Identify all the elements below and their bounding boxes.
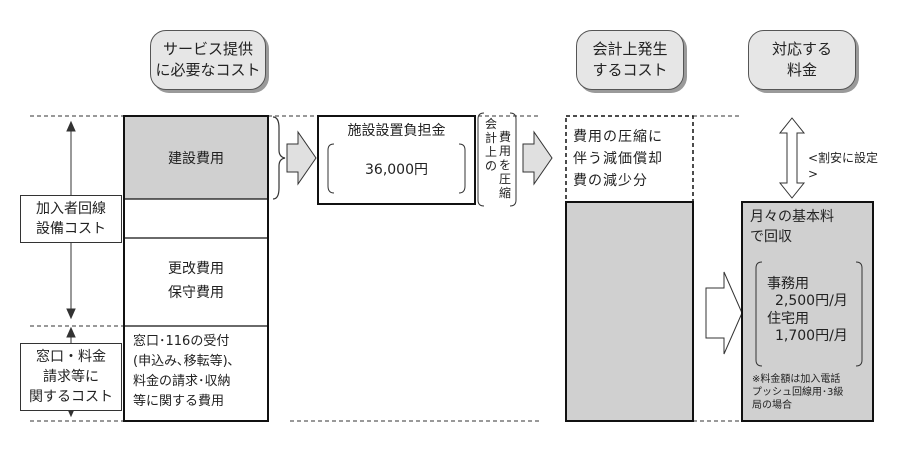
depreciation-reduction-label: 費用の圧縮に 伴う減価償却 費の減少分 [573,129,663,189]
window-span-arrow-up [66,326,76,338]
set-cheaper-label: <割安に設定> [808,151,879,181]
arrow-to-accounting [522,130,553,186]
facility-charge-title: 施設設置負担金 [347,123,446,139]
header-fee: 対応する 料金 [748,30,856,90]
construction-brace [272,116,286,200]
residential-amount: 1,700円/月 [775,328,848,344]
compression-note-col1: 会計上の [485,117,498,173]
construction-shade [125,117,267,199]
business-label: 事務用 [767,276,809,292]
facility-charge-box [317,115,476,205]
construction-cost-label: 建設費用 [168,151,224,167]
facility-charge-amount: 36,000円 [365,162,428,178]
monthly-fee-title: 月々の基本料 で回収 [750,209,834,245]
subscriber-span-arrow-down [66,308,76,320]
label-subscriber-line-cost: 加入者回線 設備コスト [20,195,122,243]
window-costs-label: 窓口･116の受付 (申込み､移転等)､ 料金の請求･収納 等に関する費用 [133,334,235,409]
subscriber-span-arrow-up [66,120,76,132]
business-amount: 2,500円/月 [775,293,848,309]
footnote: ※料金額は加入電話 プッシュ回線用･3級 局の場合 [752,374,844,411]
compression-note-col2: 費用を圧縮 [499,130,512,200]
header-accounting-cost: 会計上発生 するコスト [576,30,684,90]
cheaper-double-arrow [778,117,806,199]
accounting-cost-box [565,201,694,422]
arrow-to-charge [286,130,317,186]
arrow-to-fee [705,271,743,355]
header-service-cost: サービス提供 に必要なコスト [150,30,266,90]
label-window-billing-cost: 窓口・料金 請求等に 関するコスト [20,343,122,411]
renewal-maintenance-label: 更改費用 保守費用 [168,261,224,301]
residential-label: 住宅用 [767,311,809,327]
fee-box [741,201,874,422]
